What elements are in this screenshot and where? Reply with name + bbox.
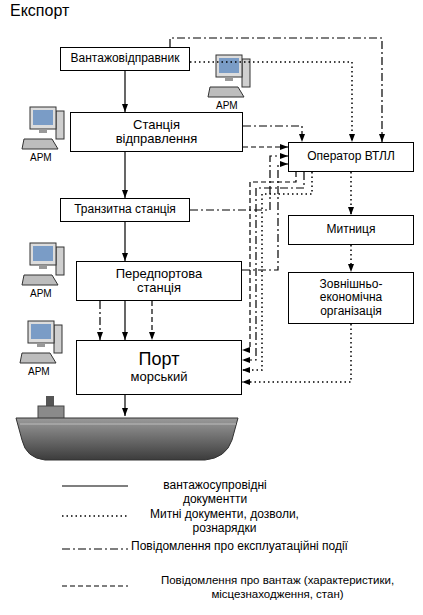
screen	[33, 110, 53, 125]
ship-illustration	[16, 396, 238, 460]
keyboard	[208, 87, 244, 97]
monitor	[30, 243, 56, 265]
screen	[219, 58, 239, 73]
box-label: Оператор ВТЛЛ	[307, 150, 395, 163]
process-box: Зовнішньо-економічна організація	[288, 272, 414, 324]
box-label: Вантажовідправник	[71, 52, 180, 65]
flow-connector	[124, 71, 125, 112]
workstation-label: АРМ	[28, 366, 50, 377]
monitor-stand	[225, 77, 233, 81]
hull-stripe	[20, 424, 236, 425]
loading-arrow	[124, 395, 125, 416]
legend-text: Митні документи, дозволи, рознарядки	[132, 507, 317, 536]
monitor-stand	[37, 343, 45, 347]
flow-connector	[151, 301, 152, 340]
legend-line-dashed	[62, 585, 128, 586]
flow-connector	[243, 146, 288, 147]
keyboard	[22, 275, 58, 285]
monitor	[216, 55, 242, 77]
box-label: Митниця	[327, 223, 376, 236]
flow-connector	[124, 301, 125, 340]
keyboard	[20, 353, 56, 363]
computer-icon	[20, 321, 62, 363]
flow-connector	[124, 152, 125, 198]
flow-connector	[99, 301, 100, 340]
computer-icon	[208, 55, 250, 97]
flow-connector	[242, 172, 304, 360]
flow-connector	[243, 126, 302, 142]
flow-connector	[242, 172, 312, 370]
flow-connector	[124, 222, 125, 261]
box-label: морський	[131, 370, 188, 384]
legend-text: вантажосупровідні документти	[140, 478, 290, 507]
box-label: Станція відправлення	[107, 118, 207, 147]
diagram-title: Експорт	[10, 2, 69, 20]
monitor-stand	[39, 265, 47, 269]
legend-text: Повідомлення про вантаж (характеристики,…	[140, 574, 415, 602]
flow-connector	[350, 172, 352, 215]
system-unit	[56, 111, 64, 139]
process-box: Передпортова станція	[76, 261, 242, 301]
workstation-label: АРМ	[30, 152, 52, 163]
process-box: Транзитна станція	[60, 198, 190, 222]
box-label: Зовнішньо-економічна організація	[305, 278, 397, 318]
computer-icon	[22, 107, 64, 149]
system-unit	[56, 247, 64, 275]
process-box: Портморський	[76, 340, 242, 395]
legend-text: Повідомлення про експлуатаційні події	[122, 539, 357, 553]
workstation-label: АРМ	[216, 100, 238, 111]
monitor	[28, 321, 54, 343]
flow-connector	[242, 324, 351, 382]
legend-line-solid	[62, 485, 128, 486]
monitor-stand	[39, 129, 47, 133]
box-label: Передпортова станція	[104, 267, 214, 296]
flow-connector	[242, 164, 288, 270]
flow-connector	[350, 245, 352, 272]
monitor	[30, 107, 56, 129]
process-box: Станція відправлення	[70, 112, 243, 152]
legend-line-dashdot	[62, 548, 128, 549]
system-unit	[54, 325, 62, 353]
system-unit	[242, 59, 250, 87]
process-box: Оператор ВТЛЛ	[288, 142, 414, 172]
computer-icon	[22, 243, 64, 285]
process-box: Вантажовідправник	[60, 47, 190, 71]
box-label: Порт	[139, 350, 180, 370]
legend-line-dotted	[62, 515, 128, 517]
screen	[33, 246, 53, 261]
ship-hull	[16, 418, 238, 460]
workstation-label: АРМ	[30, 288, 52, 299]
keyboard	[22, 139, 58, 149]
process-box: Митниця	[288, 215, 414, 245]
screen	[31, 324, 51, 339]
box-label: Транзитна станція	[74, 203, 176, 216]
flow-connector	[190, 156, 288, 210]
